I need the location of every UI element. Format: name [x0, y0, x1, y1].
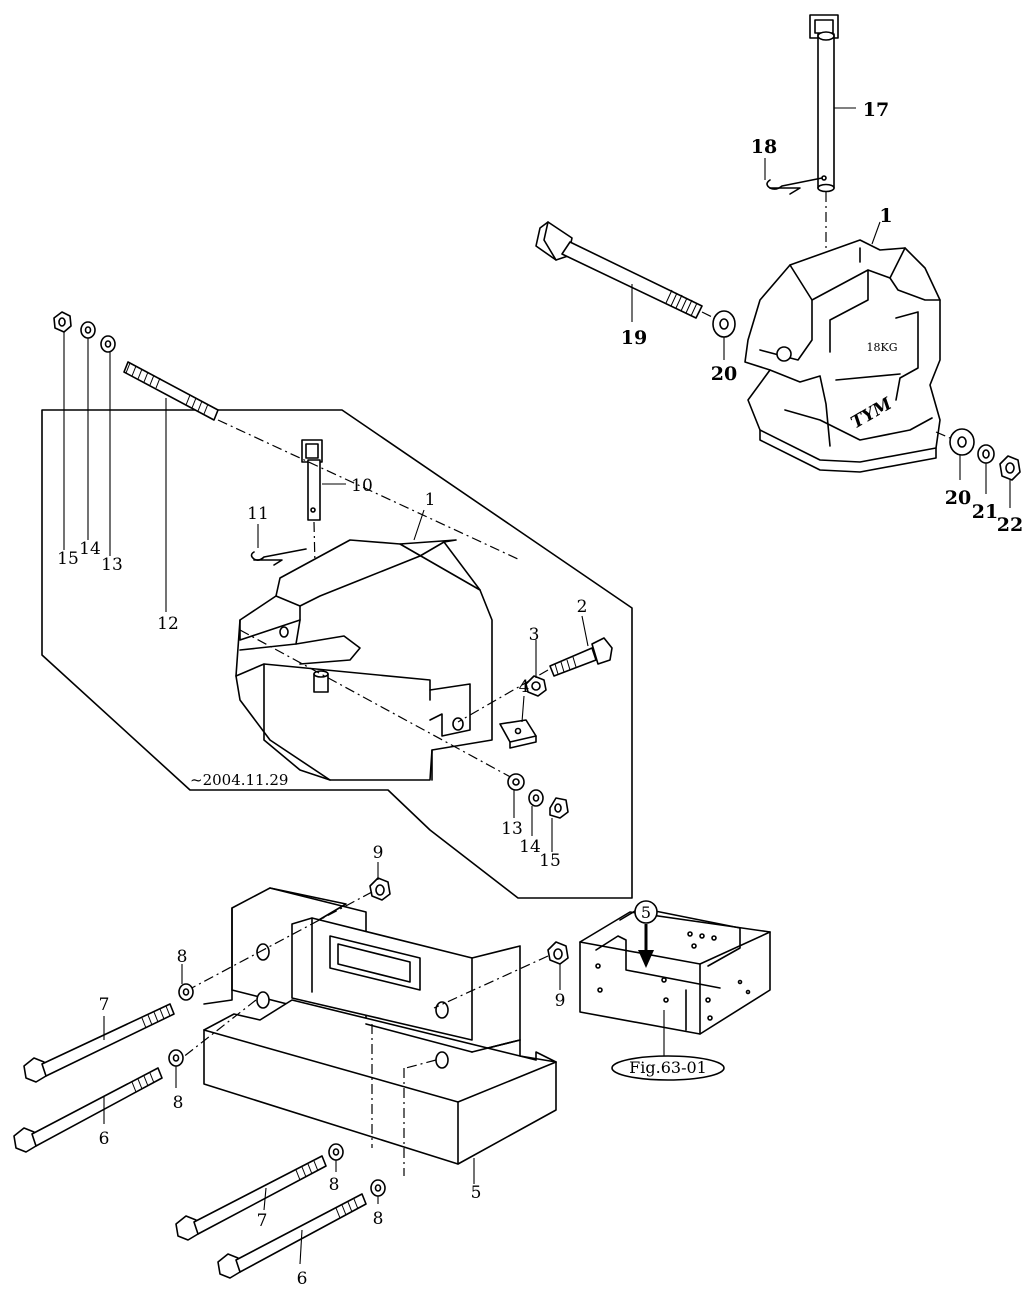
callout-10: 10	[351, 476, 373, 496]
callout-20-left: 20	[711, 363, 737, 385]
callout-13-right: 13	[501, 819, 523, 839]
callout-15-left: 15	[57, 549, 79, 569]
callout-8-d: 8	[373, 1209, 384, 1229]
weight-label: 18KG	[866, 341, 897, 354]
callout-11: 11	[247, 504, 269, 524]
callout-6-lower: 6	[297, 1269, 308, 1289]
callout-17: 17	[863, 99, 889, 121]
washer-8-b	[168, 1049, 184, 1088]
circled-ref: 5	[641, 903, 651, 922]
figure-reference: Fig.63-01	[629, 1058, 707, 1077]
lower-weight-block	[203, 887, 557, 1184]
callout-7-lower: 7	[257, 1211, 268, 1231]
bolt-7-upper	[23, 1003, 175, 1083]
nut-15-right	[549, 797, 569, 852]
bolt-19	[535, 221, 703, 322]
washer-13-right	[507, 773, 525, 818]
lockwasher-14-left	[80, 321, 96, 540]
bolt-2	[549, 615, 613, 677]
callout-18: 18	[751, 136, 777, 158]
callout-14-left: 14	[79, 539, 101, 559]
lockwasher-14-right	[528, 789, 544, 836]
callout-12: 12	[157, 614, 179, 634]
arrow-circled-5: 5	[634, 900, 658, 968]
nut-9-right	[547, 941, 569, 990]
callout-13-left: 13	[101, 555, 123, 575]
nut-15-left	[53, 311, 72, 550]
inset-assembly: 10 11 1 15 14 13 12 2 3 4 13 14 15	[53, 311, 613, 871]
top-weight-assembly: 18KG TYM 17 18 1 19 20 20 21 22	[535, 14, 1023, 536]
lockwasher-21	[977, 444, 995, 494]
callout-9-top: 9	[373, 843, 384, 863]
weight-inset	[235, 509, 493, 781]
callout-2: 2	[577, 597, 588, 617]
callout-6-upper: 6	[99, 1129, 110, 1149]
callout-20-right: 20	[945, 487, 971, 509]
callout-22: 22	[997, 514, 1023, 536]
callout-21: 21	[972, 501, 998, 523]
callout-1-inset: 1	[425, 490, 436, 510]
lower-hardware: 9 9 8 8 8 8 7 6 7 6 5	[13, 843, 569, 1289]
callout-8-c: 8	[329, 1175, 340, 1195]
washer-8-d	[370, 1179, 386, 1204]
pin-10	[301, 439, 346, 521]
callout-9-right: 9	[555, 991, 566, 1011]
frame-detail: 5 Fig.63-01	[579, 900, 771, 1081]
washer-8-c	[328, 1143, 344, 1172]
inset-date-note: ~2004.11.29	[190, 771, 288, 789]
callout-8-a: 8	[177, 947, 188, 967]
callout-15-right: 15	[539, 851, 561, 871]
nut-3	[525, 640, 547, 697]
washer-20-right	[949, 428, 975, 480]
callout-14-right: 14	[519, 837, 541, 857]
pin-17	[809, 14, 856, 193]
nut-9-top	[369, 862, 391, 901]
callout-4: 4	[519, 677, 530, 697]
bolt-6-lower	[217, 1193, 367, 1279]
clip-18	[764, 158, 823, 195]
callout-19: 19	[621, 327, 647, 349]
weight-top: 18KG TYM	[744, 221, 941, 473]
washer-13-left	[100, 335, 116, 556]
washer-20-left	[712, 310, 736, 360]
callout-8-b: 8	[173, 1093, 184, 1113]
nut-22	[999, 455, 1021, 508]
callout-1-top: 1	[879, 205, 892, 227]
stud-12	[123, 361, 219, 612]
plate-4	[499, 695, 537, 749]
clip-11	[250, 524, 307, 566]
callout-3: 3	[529, 625, 540, 645]
callout-7-upper: 7	[99, 995, 110, 1015]
bolt-7-lower	[175, 1155, 327, 1241]
bolt-6-upper	[13, 1067, 163, 1153]
washer-8-a	[178, 964, 194, 1001]
callout-5: 5	[471, 1183, 482, 1203]
inset-outline	[41, 409, 633, 899]
